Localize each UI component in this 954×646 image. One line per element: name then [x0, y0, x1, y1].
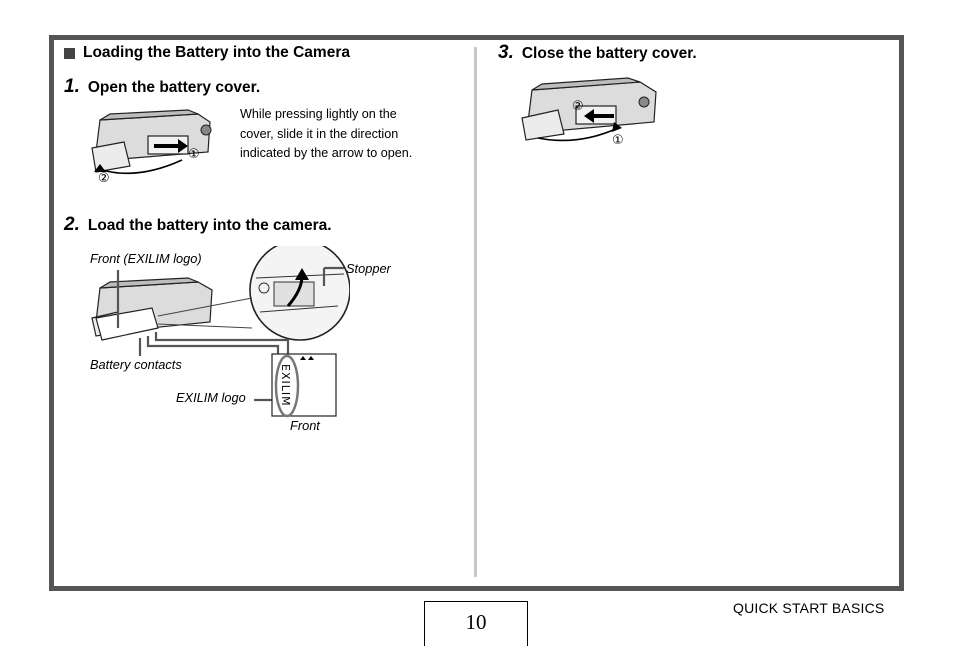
caption-battery-contacts: Battery contacts [90, 357, 182, 372]
marker-1: ① [612, 133, 624, 148]
page-number: 10 [424, 601, 528, 646]
caption-front-logo: Front (EXILIM logo) [90, 251, 202, 266]
square-bullet-icon [64, 47, 75, 59]
description-line: cover, slide it in the direction [240, 126, 399, 141]
section-title: Loading the Battery into the Camera [83, 44, 350, 61]
footer-section-label: QUICK START BASICS [733, 600, 885, 616]
step-1-heading: 1. Open the battery cover. [64, 76, 260, 98]
description-line: While pressing lightly on the [240, 107, 397, 121]
step-title: Open the battery cover. [87, 79, 261, 96]
load-battery-illustration: EXILIM [91, 246, 350, 418]
step-3-heading: 3. Close the battery cover. [498, 42, 697, 64]
section-heading: Loading the Battery into the Camera [64, 44, 350, 62]
step-title: Close the battery cover. [521, 45, 697, 62]
open-cover-illustration: ① ② [91, 109, 212, 186]
caption-exilim-logo: EXILIM logo [176, 390, 246, 405]
close-cover-illustration: ② ① [521, 77, 657, 148]
step-number: 2. [64, 214, 80, 235]
caption-stopper: Stopper [346, 261, 391, 276]
step-number: 3. [498, 42, 514, 63]
caption-front: Front [290, 418, 320, 433]
marker-1: ① [188, 147, 200, 162]
marker-2: ② [98, 171, 110, 186]
step-title: Load the battery into the camera. [87, 217, 332, 234]
battery-logo-text: EXILIM [279, 364, 292, 407]
description-line: indicated by the arrow to open. [240, 146, 413, 160]
marker-2: ② [572, 99, 584, 114]
step-1-description: While pressing lightly on the cover, sli… [240, 105, 440, 164]
column-divider [474, 47, 477, 577]
step-2-heading: 2. Load the battery into the camera. [64, 214, 332, 236]
step-number: 1. [64, 76, 80, 97]
